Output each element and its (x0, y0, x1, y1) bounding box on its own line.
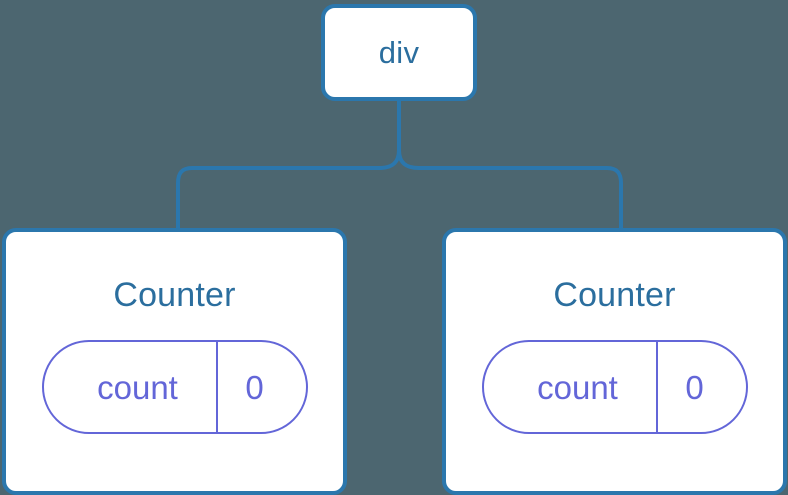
state-key-left: count (44, 342, 218, 432)
state-pill-left[interactable]: count 0 (41, 340, 308, 434)
node-counter-left-label: Counter (113, 276, 236, 314)
state-value-right: 0 (685, 368, 704, 406)
node-div-label: div (378, 35, 420, 70)
node-counter-left[interactable]: Counter count 0 (2, 228, 347, 495)
connector-left-branch (176, 101, 401, 232)
connector-right-branch (397, 149, 623, 232)
state-value-left: 0 (245, 368, 264, 406)
state-pill-right[interactable]: count 0 (481, 340, 748, 434)
node-div[interactable]: div (321, 4, 477, 101)
state-key-right: count (484, 342, 658, 432)
node-counter-right-label: Counter (553, 276, 676, 314)
node-counter-right[interactable]: Counter count 0 (442, 228, 787, 495)
